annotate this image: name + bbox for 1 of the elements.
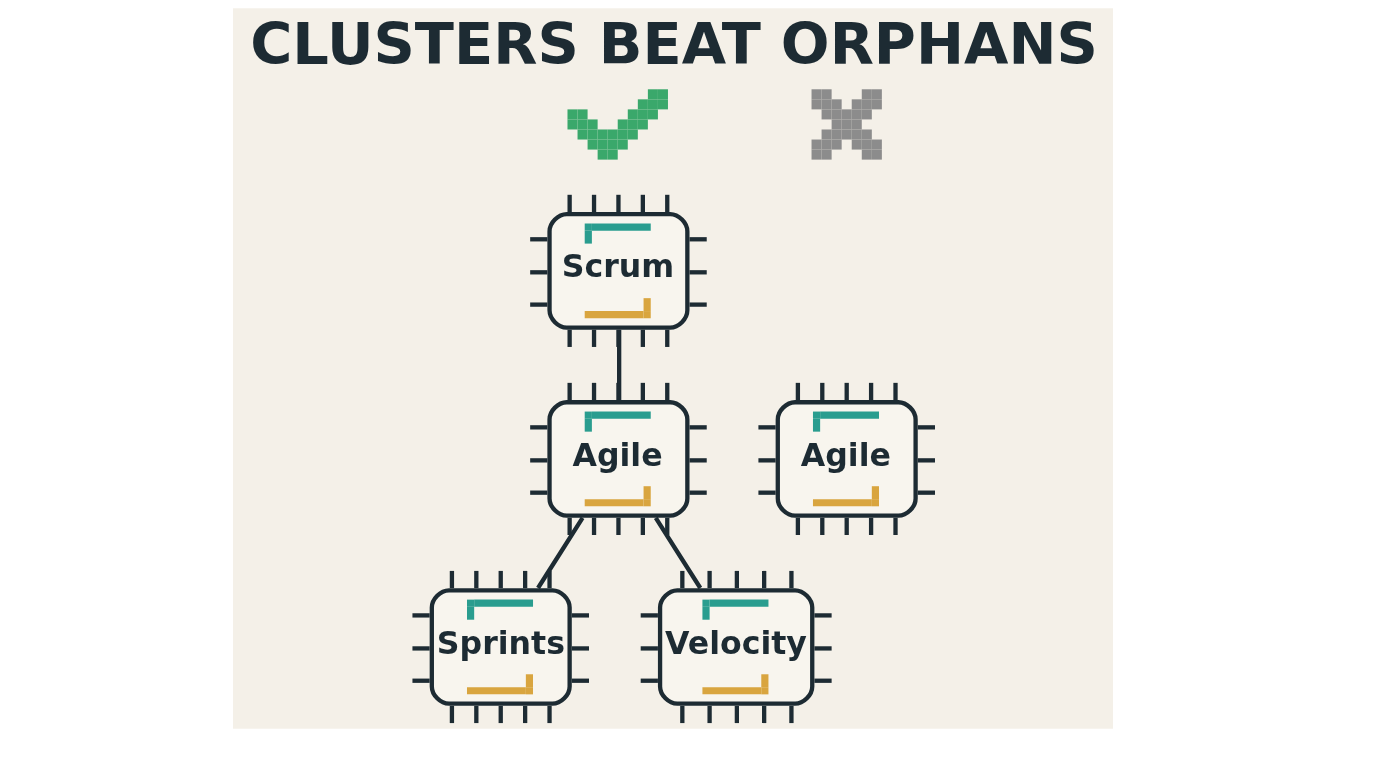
diagram-title: CLUSTERS BEAT ORPHANS [249,11,1098,79]
